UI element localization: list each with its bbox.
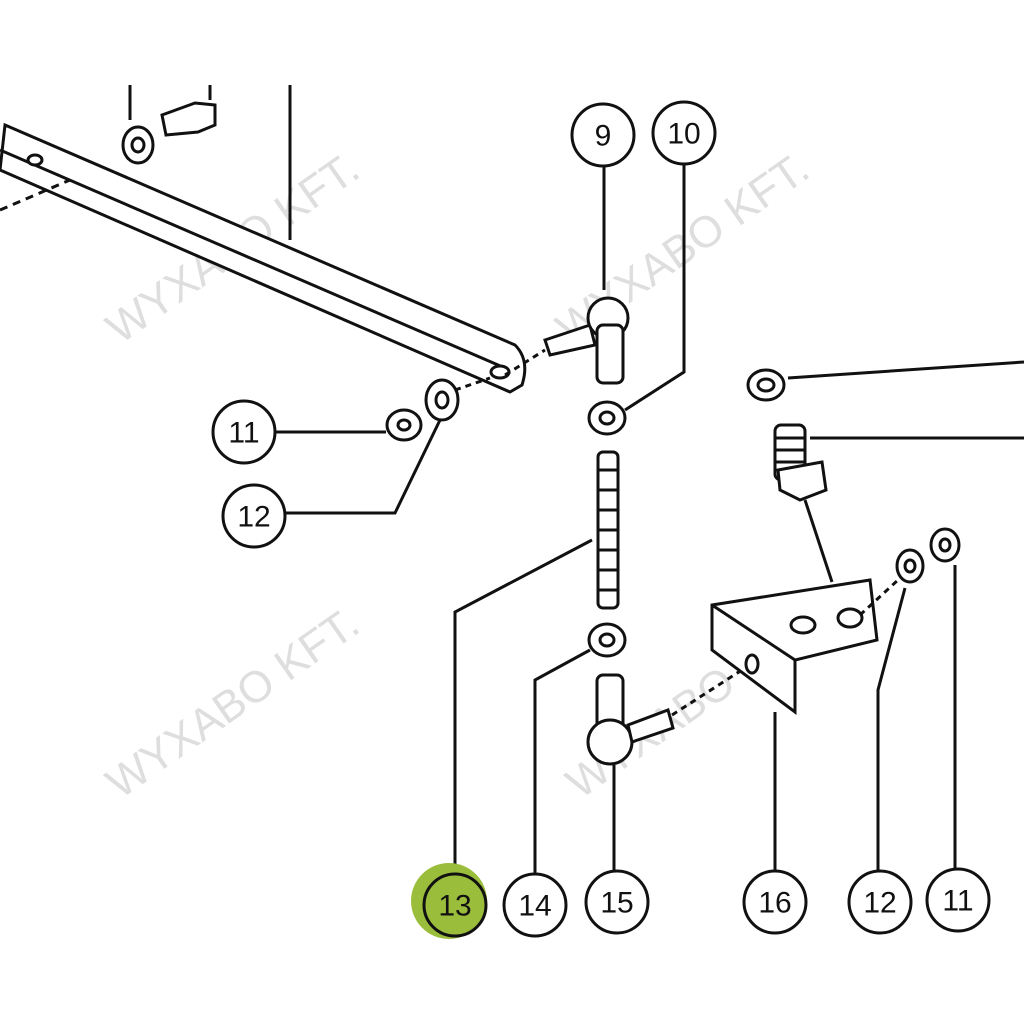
callout-label: 14 [518,890,551,923]
nut-washer-left [385,376,491,442]
callout-circle [651,100,717,166]
ball-joint-lower [586,666,746,766]
callout-15: 15 [584,869,650,935]
callout-circle [925,867,991,933]
watermark: WYXABO KFT. [98,598,368,808]
callout-16: 16 [742,869,808,935]
callout-14: 14 [502,872,568,938]
callout-label: 11 [942,885,973,918]
callout-circle [742,869,808,935]
ball-joint-upper [504,296,630,385]
callout-label: 10 [667,118,700,151]
leader-lines [276,164,957,873]
callout-label: 9 [595,120,612,153]
callout-circle [847,869,913,935]
callout-10: 10 [651,100,717,166]
callout-circle [211,399,277,465]
callout-label: 16 [758,887,791,920]
callout-circle [221,483,287,549]
callout-label: 12 [237,501,270,534]
callout-circle [502,872,568,938]
bracket [710,360,1024,715]
callout-12: 12 [221,483,287,549]
callout-12: 12 [847,869,913,935]
nut-lower [587,622,627,658]
nut-upper [587,400,627,436]
callout-label: 15 [600,887,633,920]
callout-circle [570,102,636,168]
callout-label: 11 [228,417,259,450]
callout-13: 13 [411,863,488,939]
callout-label: 12 [863,887,896,920]
callout-11: 11 [211,399,277,465]
highlight-marker [411,863,487,939]
lever-bar [0,85,527,394]
threaded-rod [596,450,620,610]
callout-circle [584,869,650,935]
callout-label: 13 [438,890,471,923]
callout-11: 11 [925,867,991,933]
callout-9: 9 [570,102,636,168]
callout-circle [422,872,488,938]
